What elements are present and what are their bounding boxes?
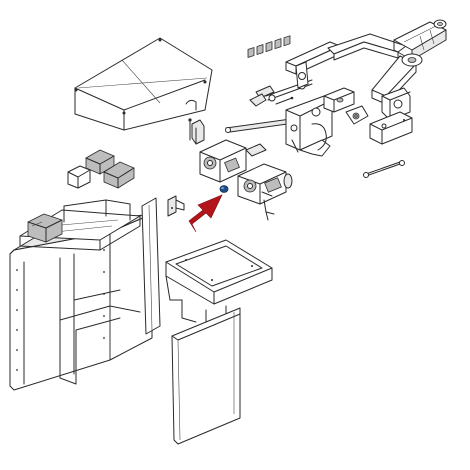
terminal-block	[103, 161, 135, 189]
encoder-cap	[191, 119, 205, 145]
hinge-plate	[345, 105, 369, 125]
side-panel	[141, 197, 161, 335]
base-frame	[165, 239, 273, 325]
terminal-block	[85, 149, 115, 175]
bolt-set	[188, 96, 299, 197]
actuator	[393, 19, 447, 67]
mounting-bracket	[167, 195, 185, 217]
mount-plate-right	[369, 111, 413, 145]
tie-rod	[363, 160, 405, 178]
adjust-bracket	[263, 199, 275, 221]
highlighted-bushing	[219, 185, 229, 193]
gearmotor-upper	[199, 139, 267, 183]
cabinet-frame	[9, 213, 153, 391]
front-door-panel	[171, 307, 241, 445]
top-cover	[74, 37, 213, 131]
limit-switch-row	[247, 35, 291, 58]
highlight-arrow	[188, 194, 223, 233]
terminal-block	[67, 165, 91, 189]
drum-bracket	[381, 87, 411, 121]
gearmotor-lower	[237, 163, 293, 205]
arm-bracket	[285, 95, 333, 157]
hinge-block	[323, 87, 355, 113]
terminal-blocks	[67, 149, 135, 189]
transformer	[27, 213, 63, 243]
